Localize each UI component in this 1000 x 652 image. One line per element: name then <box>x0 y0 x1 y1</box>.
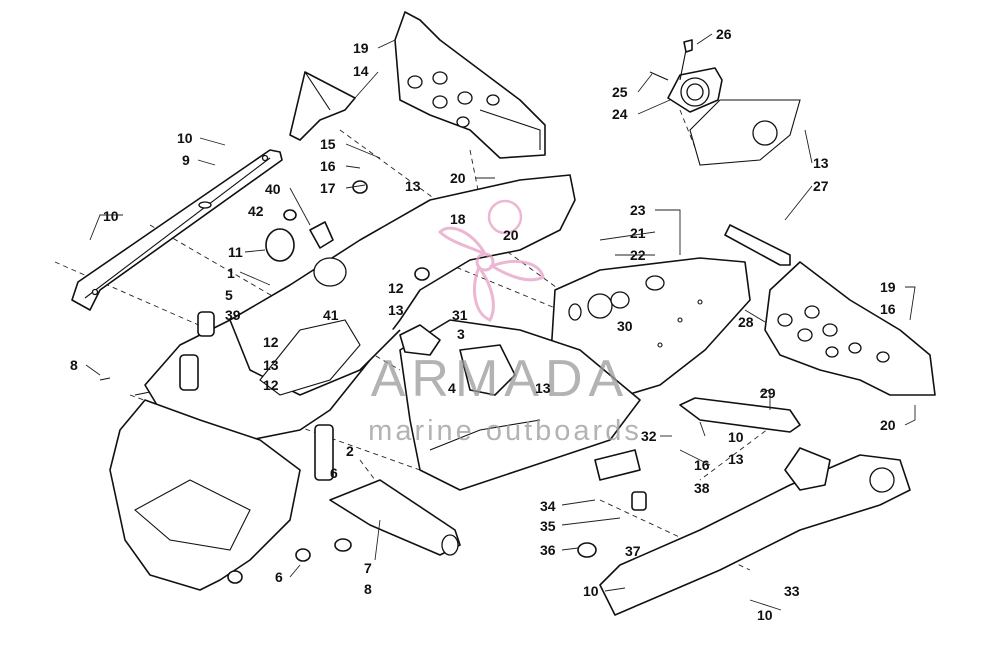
callout-label: 2 <box>346 443 354 459</box>
callout-label: 13 <box>388 302 404 318</box>
callout-label: 8 <box>70 357 78 373</box>
callout-label: 20 <box>503 227 519 243</box>
arm-29 <box>679 397 801 433</box>
callout-label: 28 <box>738 314 754 330</box>
callout-label: 33 <box>784 583 800 599</box>
small-parts <box>99 180 647 584</box>
callout-label: 16 <box>320 158 336 174</box>
callout-label: 23 <box>630 202 646 218</box>
callout-label: 3 <box>457 326 465 342</box>
callout-label: 5 <box>225 287 233 303</box>
callout-label: 27 <box>813 178 829 194</box>
callout-label: 20 <box>450 170 466 186</box>
callout-label: 32 <box>641 428 657 444</box>
shroud-part-14 <box>289 71 356 141</box>
callout-label: 10 <box>757 607 773 623</box>
steering-support-bar <box>71 149 283 311</box>
callout-label: 20 <box>880 417 896 433</box>
bearing-housing-24 <box>649 39 723 113</box>
callout-label: 29 <box>760 385 776 401</box>
callout-label: 7 <box>364 560 372 576</box>
callout-label: 6 <box>275 569 283 585</box>
callout-label: 19 <box>880 279 896 295</box>
callout-label: 41 <box>323 307 339 323</box>
callout-label: 26 <box>716 26 732 42</box>
callout-label: 10 <box>583 583 599 599</box>
main-chassis-1 <box>144 174 576 441</box>
rear-plate-19 <box>724 224 936 396</box>
callout-label: 14 <box>353 63 369 79</box>
callout-label: 42 <box>248 203 264 219</box>
callout-label: 18 <box>450 211 466 227</box>
callout-label: 25 <box>612 84 628 100</box>
callout-label: 13 <box>813 155 829 171</box>
callout-label: 16 <box>880 301 896 317</box>
callout-label: 13 <box>263 357 279 373</box>
callout-label: 12 <box>388 280 404 296</box>
propeller-logo-icon <box>437 199 545 322</box>
callout-label: 15 <box>320 136 336 152</box>
label-ticks <box>85 33 916 611</box>
callout-label: 12 <box>263 334 279 350</box>
callout-labels: 19 14 26 25 24 10 9 15 16 13 17 13 27 20… <box>70 26 896 623</box>
callout-label: 37 <box>625 543 641 559</box>
callout-label: 9 <box>182 152 190 168</box>
watermark: ARMADA marine outboards <box>368 199 642 447</box>
callout-label: 38 <box>694 480 710 496</box>
callout-label: 39 <box>225 307 241 323</box>
tunnel-belly <box>399 319 641 491</box>
callout-label: 40 <box>265 181 281 197</box>
callout-label: 17 <box>320 180 336 196</box>
callout-label: 1 <box>227 265 235 281</box>
callout-label: 10 <box>103 208 119 224</box>
watermark-brand: ARMADA <box>371 350 629 408</box>
callout-label: 4 <box>448 380 456 396</box>
callout-label: 11 <box>228 244 243 260</box>
callout-label: 10 <box>728 429 744 445</box>
callout-label: 13 <box>728 451 744 467</box>
callout-label: 34 <box>540 498 556 514</box>
callout-label: 30 <box>617 318 633 334</box>
callout-label: 36 <box>540 542 556 558</box>
callout-label: 24 <box>612 106 628 122</box>
callout-label: 6 <box>330 465 338 481</box>
steering-tube <box>179 311 461 556</box>
upper-plate-19 <box>394 11 546 159</box>
callout-label: 35 <box>540 518 556 534</box>
callout-label: 21 <box>630 225 646 241</box>
callout-label: 31 <box>452 307 468 323</box>
callout-label: 12 <box>263 377 279 393</box>
callout-label: 8 <box>364 581 372 597</box>
callout-label: 19 <box>353 40 369 56</box>
lower-rail-33 <box>599 447 911 616</box>
callout-label: 10 <box>177 130 193 146</box>
front-bulkhead <box>109 399 301 591</box>
callout-label: 13 <box>535 380 551 396</box>
side-panel-ghost <box>689 99 801 166</box>
watermark-tagline: marine outboards <box>368 415 642 447</box>
callout-label: 13 <box>405 178 421 194</box>
callout-label: 16 <box>694 457 710 473</box>
